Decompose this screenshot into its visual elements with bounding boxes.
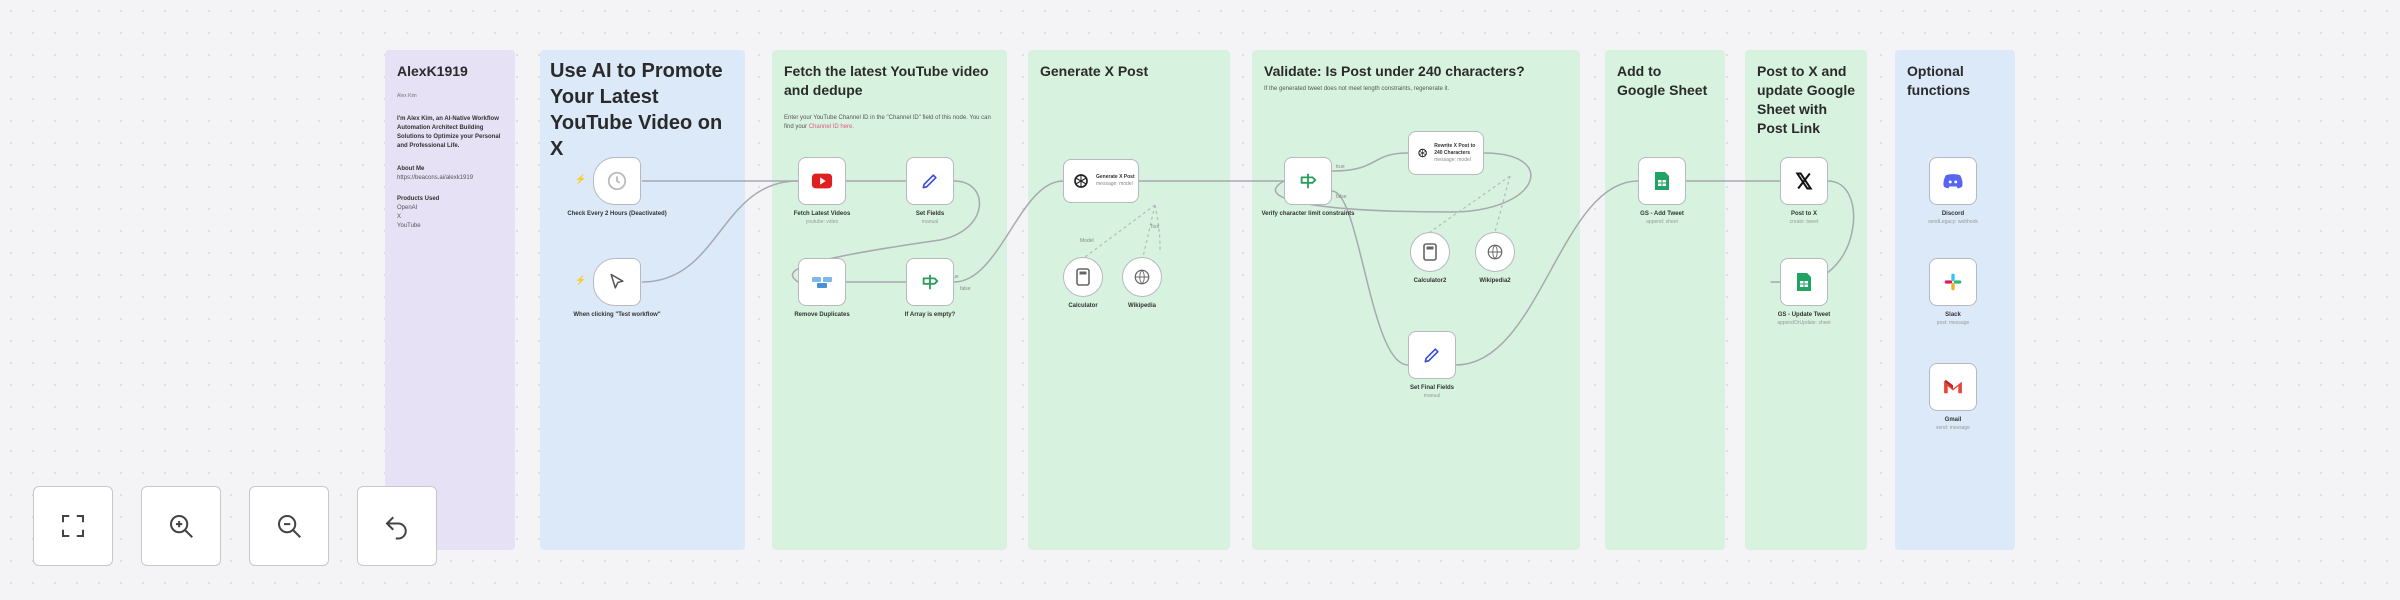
gmail-node[interactable] [1929, 363, 1977, 411]
trigger-bolt-icon: ⚡ [575, 174, 587, 184]
discord-node[interactable] [1929, 157, 1977, 205]
channel-id-link[interactable]: Channel ID here. [808, 124, 855, 130]
gmail-icon [1944, 379, 1962, 394]
wikipedia-icon [1134, 269, 1150, 285]
calculator-icon-2 [1423, 243, 1437, 261]
if-empty-label: If Array is empty? [904, 312, 956, 318]
undo-icon [385, 516, 407, 540]
schedule-trigger-node[interactable] [593, 157, 641, 205]
wikipedia-icon-2 [1487, 244, 1503, 260]
zoom-in-icon [170, 515, 193, 538]
manual-label: When clicking "Test workflow" [573, 312, 661, 318]
fetch-note[interactable]: Fetch the latest YouTube video and dedup… [772, 50, 1007, 550]
intro-title: Use AI to Promote Your Latest YouTube Vi… [550, 60, 723, 160]
zoom-in-button[interactable] [141, 486, 221, 566]
post-to-x-node[interactable] [1780, 157, 1828, 205]
if-icon-2 [1300, 173, 1317, 189]
wikipedia2-label: Wikipedia2 [1479, 278, 1511, 284]
fit-view-icon [62, 515, 84, 537]
about-link[interactable]: https://beacons.ai/alexk1919 [397, 175, 474, 181]
openai-icon-2 [1418, 148, 1427, 158]
wikipedia-label: Wikipedia [1128, 303, 1156, 309]
zoom-out-icon [278, 515, 301, 538]
calculator-node[interactable] [1063, 257, 1103, 297]
remove-duplicates-node[interactable] [798, 258, 846, 306]
author-image: Alex Kim [397, 93, 417, 99]
fetch-videos-node[interactable] [798, 157, 846, 205]
google-sheets-icon [1655, 172, 1669, 190]
sheet-note[interactable]: Add to Google Sheet [1605, 50, 1725, 550]
about-heading: About Me [397, 166, 425, 172]
verify-limit-label: Verify character limit constraints [1261, 211, 1355, 217]
author-bio: I'm Alex Kim, an AI-Native Workflow Auto… [397, 116, 501, 149]
edge-label-true: true [1336, 164, 1345, 170]
set-final-fields-node[interactable] [1408, 331, 1456, 379]
optional-title: Optional functions [1907, 63, 1970, 98]
sheet-title: Add to Google Sheet [1617, 63, 1708, 98]
x-logo-icon [1795, 172, 1813, 190]
product-link-x[interactable]: X [397, 214, 402, 220]
validate-desc: If the generated tweet does not meet len… [1264, 86, 1450, 92]
calculator-icon [1076, 268, 1090, 286]
schedule-label: Check Every 2 Hours (Deactivated) [567, 211, 667, 217]
trigger-bolt-icon-2: ⚡ [575, 275, 587, 285]
slack-node[interactable] [1929, 258, 1977, 306]
fetch-desc: Enter your YouTube Channel ID in the "Ch… [784, 115, 991, 130]
pencil-icon [922, 174, 937, 189]
zoom-out-button[interactable] [249, 486, 329, 566]
edge-label-false: false [1336, 194, 1347, 200]
post-title: Post to X and update Google Sheet with P… [1757, 63, 1855, 136]
if-empty-node[interactable] [906, 258, 954, 306]
fit-view-button[interactable] [33, 486, 113, 566]
edge-label-false-2: false [960, 286, 971, 292]
wikipedia-node[interactable] [1122, 257, 1162, 297]
verify-limit-node[interactable] [1284, 157, 1332, 205]
youtube-icon [811, 173, 833, 189]
validate-title: Validate: Is Post under 240 characters? [1264, 63, 1525, 79]
cursor-icon [610, 273, 624, 289]
dedupe-icon [812, 277, 832, 288]
gs-update-tweet-node[interactable] [1780, 258, 1828, 306]
author-note[interactable]: AlexK1919 Alex Kim I'm Alex Kim, an AI-N… [385, 50, 515, 550]
set-fields-node[interactable] [906, 157, 954, 205]
products-heading: Products Used [397, 196, 440, 202]
calculator2-label: Calculator2 [1413, 278, 1447, 284]
calculator-label: Calculator [1068, 303, 1098, 309]
clock-icon [607, 171, 627, 191]
product-link-openai[interactable]: OpenAI [397, 205, 418, 211]
edge-label-true-2: true [950, 274, 959, 280]
pencil-icon-2 [1424, 348, 1439, 363]
openai-icon [1074, 174, 1088, 188]
gs-add-tweet-node[interactable] [1638, 157, 1686, 205]
generate-note[interactable]: Generate X Post [1028, 50, 1230, 550]
generate-title: Generate X Post [1040, 63, 1149, 79]
product-link-youtube[interactable]: YouTube [397, 223, 421, 229]
intro-note[interactable]: Use AI to Promote Your Latest YouTube Vi… [540, 50, 745, 550]
fetch-title: Fetch the latest YouTube video and dedup… [784, 63, 989, 98]
edge-label-tool: Tool [1150, 224, 1159, 230]
wikipedia2-node[interactable] [1475, 232, 1515, 272]
manual-trigger-node[interactable] [593, 258, 641, 306]
author-title: AlexK1919 [397, 63, 468, 79]
if-icon [922, 274, 939, 290]
google-sheets-icon-2 [1797, 273, 1811, 291]
reset-zoom-button[interactable] [357, 486, 437, 566]
calculator2-node[interactable] [1410, 232, 1450, 272]
edge-label-model: Model [1080, 238, 1094, 244]
remove-duplicates-label: Remove Duplicates [794, 312, 850, 318]
slack-icon [1944, 273, 1962, 291]
discord-icon [1943, 174, 1963, 189]
